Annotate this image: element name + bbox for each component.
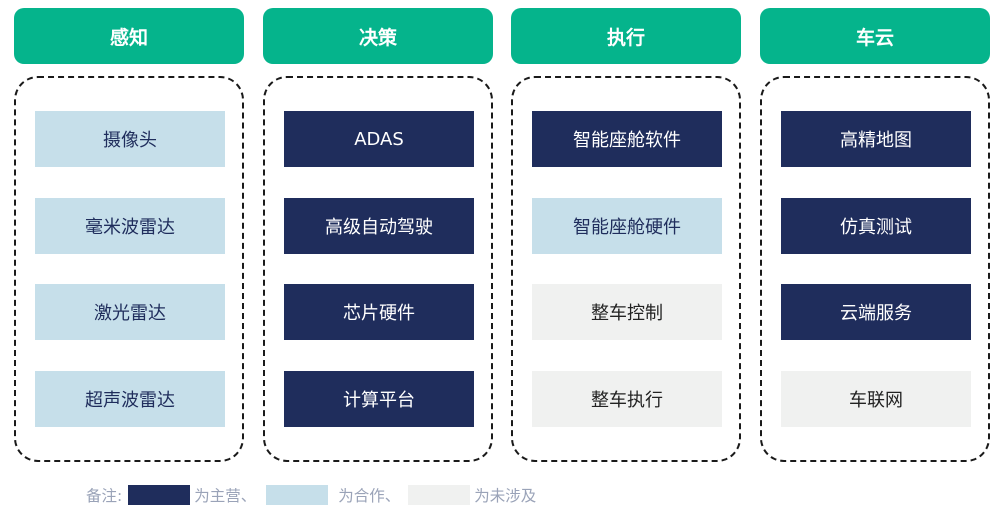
item-vehicle-control: 整车控制 bbox=[532, 284, 722, 340]
column-decision: ADAS 高级自动驾驶 芯片硬件 计算平台 bbox=[263, 76, 493, 462]
legend-prefix: 备注: bbox=[86, 487, 123, 505]
column-vehicle-cloud: 高精地图 仿真测试 云端服务 车联网 bbox=[760, 76, 990, 462]
item-cockpit-software: 智能座舱软件 bbox=[532, 111, 722, 167]
column-execution: 智能座舱软件 智能座舱硬件 整车控制 整车执行 bbox=[511, 76, 741, 462]
header-vehicle-cloud: 车云 bbox=[760, 8, 990, 64]
item-lidar: 激光雷达 bbox=[35, 284, 225, 340]
item-ultrasonic-radar: 超声波雷达 bbox=[35, 371, 225, 427]
item-mmwave-radar: 毫米波雷达 bbox=[35, 198, 225, 254]
item-connected-vehicle: 车联网 bbox=[781, 371, 971, 427]
legend-partner-label: 为合作、 bbox=[338, 487, 401, 505]
legend-swatch-owned bbox=[128, 485, 191, 505]
legend: 备注: 为主营、 为合作、 为未涉及 bbox=[86, 484, 536, 506]
column-perception: 摄像头 毫米波雷达 激光雷达 超声波雷达 bbox=[14, 76, 244, 462]
item-hd-map: 高精地图 bbox=[781, 111, 971, 167]
item-vehicle-actuation: 整车执行 bbox=[532, 371, 722, 427]
item-camera: 摄像头 bbox=[35, 111, 225, 167]
item-advanced-autonomous-driving: 高级自动驾驶 bbox=[284, 198, 474, 254]
item-cloud-services: 云端服务 bbox=[781, 284, 971, 340]
item-computing-platform: 计算平台 bbox=[284, 371, 474, 427]
legend-owned-label: 为主营、 bbox=[194, 487, 257, 505]
legend-swatch-none bbox=[408, 485, 471, 505]
item-cockpit-hardware: 智能座舱硬件 bbox=[532, 198, 722, 254]
item-adas: ADAS bbox=[284, 111, 474, 167]
item-simulation-testing: 仿真测试 bbox=[781, 198, 971, 254]
legend-none-label: 为未涉及 bbox=[474, 487, 537, 505]
item-chip-hardware: 芯片硬件 bbox=[284, 284, 474, 340]
legend-swatch-partner bbox=[266, 485, 329, 505]
header-decision: 决策 bbox=[263, 8, 493, 64]
header-perception: 感知 bbox=[14, 8, 244, 64]
header-execution: 执行 bbox=[511, 8, 741, 64]
